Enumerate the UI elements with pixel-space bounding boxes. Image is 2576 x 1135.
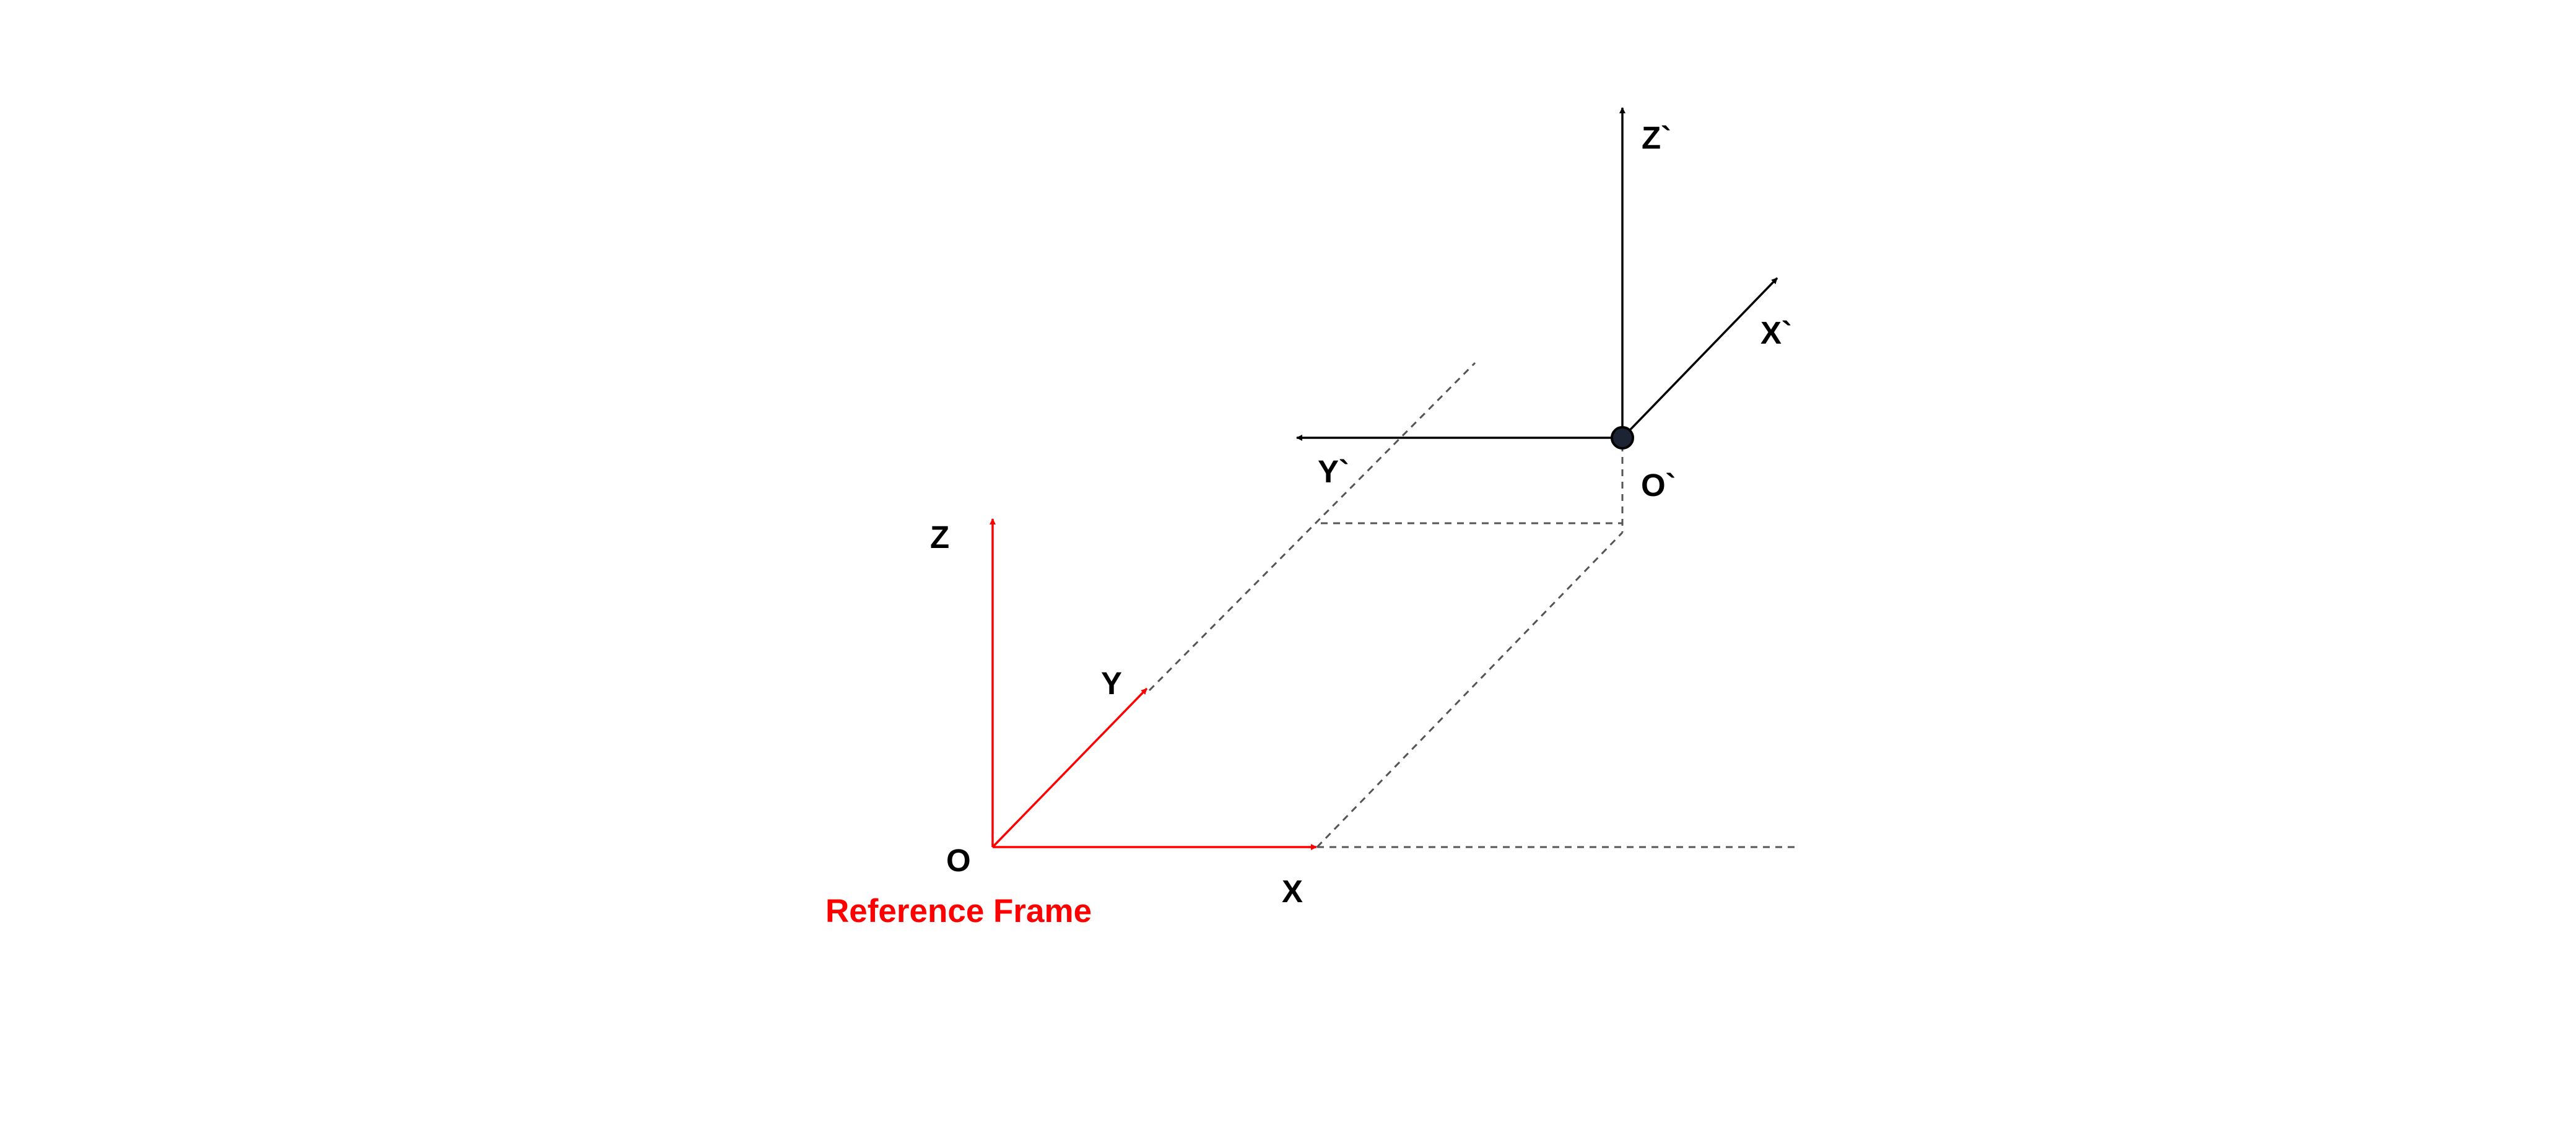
tgt-origin-point xyxy=(1611,426,1634,450)
ref-origin-label: O xyxy=(946,843,971,878)
reference-frame-caption: Reference Frame xyxy=(825,893,1092,929)
projection-guides xyxy=(1148,362,1796,848)
tgt-z-label: Z` xyxy=(1642,120,1671,155)
ref-x-label: X xyxy=(1282,874,1303,909)
tgt-x-label: X` xyxy=(1760,315,1792,350)
target-frame xyxy=(1296,107,1778,450)
ref-y-label: Y xyxy=(1101,666,1122,701)
guide-y-diagonal xyxy=(1148,362,1476,692)
tgt-y-label: Y` xyxy=(1318,454,1349,489)
reference-frame xyxy=(990,518,1317,850)
tgt-x-axis xyxy=(1621,277,1778,439)
guide-x-diagonal xyxy=(1316,531,1624,848)
tgt-origin-label: O` xyxy=(1641,467,1676,503)
ref-y-axis xyxy=(991,687,1148,848)
ref-z-label: Z xyxy=(930,520,949,555)
